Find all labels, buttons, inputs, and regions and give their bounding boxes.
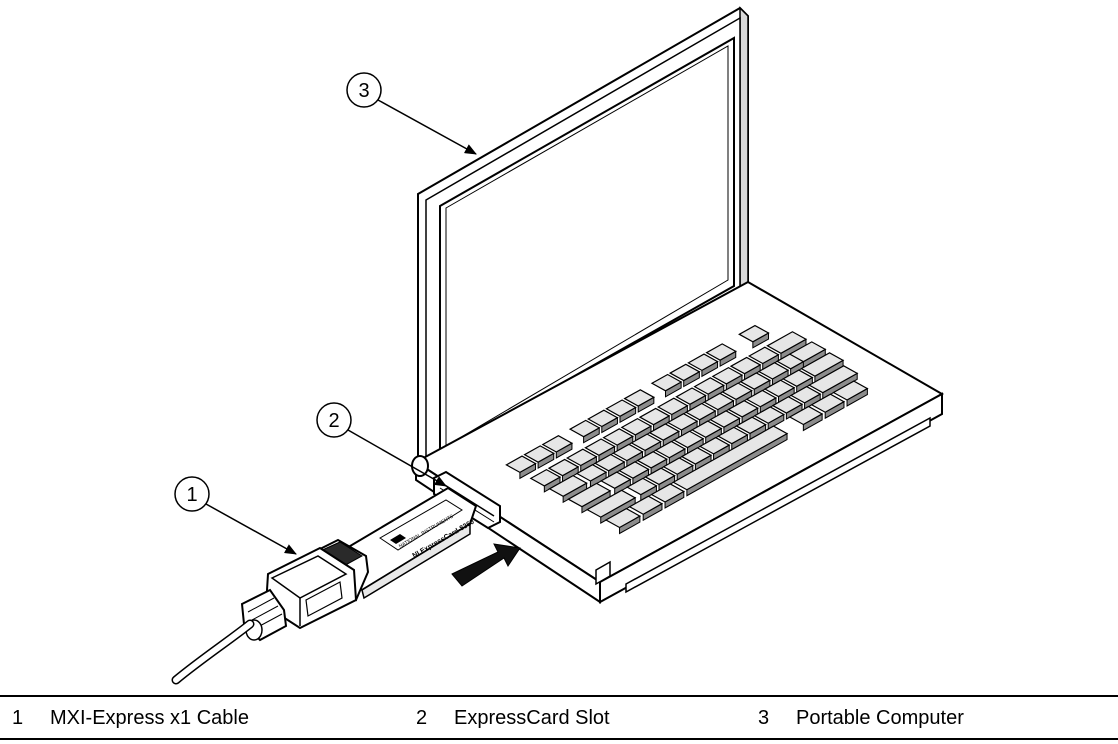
keyboard-key — [618, 461, 650, 485]
keyboard-key — [623, 389, 656, 413]
keyboard-key — [745, 389, 778, 414]
legend-label: MXI-Express x1 Cable — [50, 707, 249, 729]
keyboard-key — [587, 409, 619, 434]
keyboard-key — [602, 428, 635, 452]
callout-1: 1 — [174, 476, 297, 555]
callout-2: 2 — [316, 402, 447, 487]
keyboard-key — [605, 399, 637, 424]
keyboard-key — [612, 443, 644, 468]
keyboard-key — [832, 380, 869, 407]
keyboard — [505, 324, 869, 535]
keyboard-key — [656, 397, 689, 422]
keyboard-key — [650, 373, 683, 398]
legend-entry-1: 1 MXI-Express x1 Cable — [12, 707, 249, 730]
callout-1-number: 1 — [186, 484, 197, 506]
expresscard-module: NATIONAL INSTRUMENTS NI ExpressCard-8360 — [334, 486, 478, 600]
keyboard-key — [810, 393, 846, 420]
keyboard-key — [628, 495, 664, 522]
legend-entry-2: 2 ExpressCard Slot — [416, 707, 610, 730]
keyboard-key — [599, 471, 632, 496]
keyboard-key — [675, 387, 707, 412]
keyboard-key — [604, 507, 642, 535]
keyboard-key — [565, 448, 598, 473]
keyboard-key — [687, 353, 719, 378]
keyboard-key — [800, 352, 845, 383]
keyboard-key — [672, 425, 789, 497]
insert-direction-arrow — [451, 543, 521, 587]
keyboard-key — [766, 331, 808, 361]
keyboard-key — [788, 405, 824, 432]
keyboard-key — [693, 377, 726, 401]
keyboard-key — [738, 324, 770, 349]
mxi-express-cable — [171, 538, 370, 685]
keyboard-key — [638, 407, 671, 432]
keyboard-key — [668, 363, 701, 388]
keyboard-key — [648, 423, 681, 448]
keyboard-key — [626, 477, 658, 502]
keyboard-key — [703, 392, 735, 417]
keyboard-key — [650, 483, 686, 509]
legend-label: ExpressCard Slot — [454, 707, 610, 729]
keyboard-key — [788, 341, 827, 369]
keyboard-key — [541, 435, 574, 459]
keyboard-key — [505, 455, 537, 480]
keyboard-key — [584, 438, 616, 463]
installation-diagram: NATIONAL INSTRUMENTS NI ExpressCard-8360… — [171, 6, 945, 685]
callout-3-number: 3 — [358, 80, 369, 102]
keyboard-key — [781, 369, 814, 394]
keyboard-key — [662, 457, 695, 482]
keyboard-key — [808, 365, 859, 400]
callout-2-number: 2 — [328, 410, 339, 432]
legend-number: 2 — [416, 707, 428, 729]
keyboard-key — [711, 366, 744, 391]
keyboard-key — [568, 419, 601, 444]
keyboard-key — [585, 489, 637, 524]
keyboard-key — [753, 406, 786, 431]
keyboard-key — [567, 482, 612, 514]
legend-number: 1 — [12, 707, 24, 729]
keyboard-key — [705, 343, 737, 368]
legend-entry-3: 3 Portable Computer — [758, 707, 964, 730]
keyboard-key — [789, 385, 822, 410]
keyboard-key — [523, 445, 555, 470]
keyboard-key — [620, 417, 653, 442]
keyboard-key — [727, 399, 759, 424]
laptop-screen — [417, 6, 749, 472]
callout-3: 3 — [346, 72, 477, 155]
legend-label: Portable Computer — [796, 707, 964, 729]
keyboard-key — [684, 402, 717, 427]
legend-number: 3 — [758, 707, 770, 729]
keyboard-key — [654, 440, 687, 465]
